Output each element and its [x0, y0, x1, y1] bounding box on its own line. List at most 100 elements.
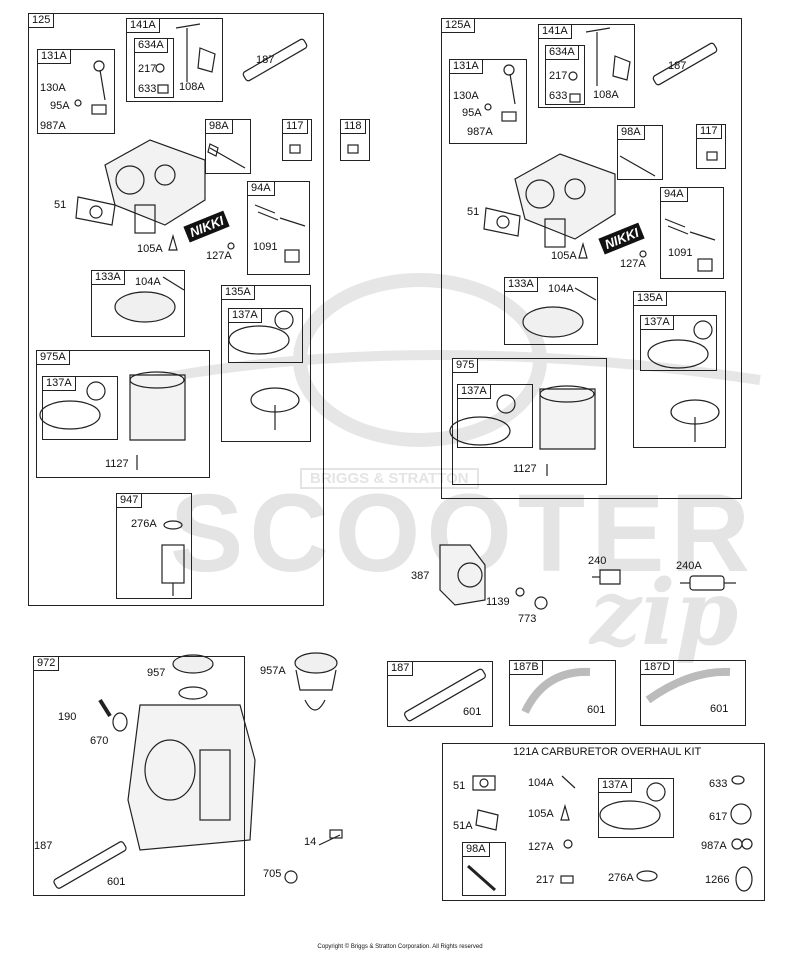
label-1091-b: 1091: [668, 247, 693, 259]
box-94a-tag: 94A: [247, 181, 275, 196]
box-187b-tag: 187B: [509, 660, 543, 675]
box-187d-tag: 187D: [640, 660, 675, 675]
label-705: 705: [263, 868, 282, 880]
label-987a: 987A: [40, 120, 66, 132]
fuel-pipe-187-icon: [242, 38, 308, 82]
label-127a: 127A: [206, 250, 232, 262]
label-240: 240: [588, 555, 607, 567]
kit-box-137a: 137A: [598, 778, 674, 838]
box-98a: 98A: [205, 119, 251, 174]
label-633-b: 633: [549, 90, 568, 102]
label-51-b: 51: [467, 206, 480, 218]
label-187-b: 187: [668, 60, 687, 72]
box-634a-tag: 634A: [134, 38, 168, 53]
label-104a: 104A: [135, 276, 161, 288]
label-51: 51: [54, 199, 67, 211]
kit-box-98a-tag: 98A: [462, 842, 490, 857]
label-276a: 276A: [131, 518, 157, 530]
box-634a: 634A 217 633: [134, 38, 174, 98]
label-601-tank: 601: [107, 876, 126, 888]
box-187d: 187D 601: [640, 660, 746, 726]
label-105a: 105A: [137, 243, 163, 255]
kit-label-987a: 987A: [701, 840, 727, 852]
label-14: 14: [304, 836, 317, 848]
kit-label-276a: 276A: [608, 872, 634, 884]
label-217-b: 217: [549, 70, 568, 82]
box-975-137a-tag: 137A: [457, 384, 491, 399]
box-117-tag: 117: [282, 119, 308, 134]
label-601-187d: 601: [710, 703, 729, 715]
label-987a-b: 987A: [467, 126, 493, 138]
box-135a-b: 135A: [633, 291, 726, 448]
box-634a-b-tag: 634A: [545, 45, 579, 60]
box-975a-137a: 137A: [42, 376, 118, 440]
label-670: 670: [90, 735, 109, 747]
box-117-b-tag: 117: [696, 124, 722, 139]
box-131a-b-tag: 131A: [449, 59, 483, 74]
label-187-tank: 187: [34, 840, 53, 852]
box-975a: 975A 1127: [36, 350, 210, 478]
box-135a-137a-b-tag: 137A: [640, 315, 674, 330]
watermark-script: zip: [590, 560, 739, 666]
kit-title: 121A CARBURETOR OVERHAUL KIT: [513, 746, 702, 758]
box-117-b: 117: [696, 124, 726, 169]
box-947-tag: 947: [116, 493, 143, 508]
box-975a-tag: 975A: [36, 350, 70, 365]
assembly-125a-tag: 125A: [441, 18, 475, 33]
box-634a-b: 634A 217 633: [545, 45, 585, 105]
box-972: 972 957 190 670 187 601: [33, 656, 245, 896]
kit-label-127a: 127A: [528, 841, 554, 853]
kit-label-51: 51: [453, 780, 466, 792]
label-387: 387: [411, 570, 430, 582]
label-105a-b: 105A: [551, 250, 577, 262]
box-135a-137a: 137A: [228, 308, 303, 363]
assembly-125-tag: 125: [28, 13, 55, 28]
kit-box-137a-tag: 137A: [598, 778, 632, 793]
box-kit-121a: 121A CARBURETOR OVERHAUL KIT 51 51A 104A…: [442, 743, 765, 901]
label-240a: 240A: [676, 560, 702, 572]
kit-label-1266: 1266: [705, 874, 730, 886]
label-108a: 108A: [179, 81, 205, 93]
label-1091: 1091: [253, 241, 278, 253]
box-187-tag: 187: [387, 661, 414, 676]
carburetor-icon: [104, 139, 206, 234]
fuel-pump-icon: [439, 544, 486, 606]
box-947: 947 276A: [116, 493, 192, 599]
box-141a: 141A 108A: [126, 18, 223, 102]
box-133a-b-tag: 133A: [504, 277, 538, 292]
label-104a-b: 104A: [548, 283, 574, 295]
box-975: 975 1127: [452, 358, 607, 485]
label-601-187b: 601: [587, 704, 606, 716]
box-135a-137a-b: 137A: [640, 315, 717, 371]
box-94a-b: 94A 1091: [660, 187, 724, 279]
label-773: 773: [518, 613, 537, 625]
box-118-tag: 118: [340, 119, 366, 134]
label-130a-b: 130A: [453, 90, 479, 102]
assembly-125: 125: [28, 13, 324, 606]
box-135a-b-tag: 135A: [633, 291, 667, 306]
label-217: 217: [138, 63, 157, 75]
label-95a: 95A: [50, 100, 70, 112]
label-95a-b: 95A: [462, 107, 482, 119]
kit-label-105a: 105A: [528, 808, 554, 820]
label-190: 190: [58, 711, 77, 723]
label-1139: 1139: [486, 596, 510, 608]
box-975-tag: 975: [452, 358, 479, 373]
label-1127: 1127: [105, 458, 129, 470]
box-117: 117: [282, 119, 312, 161]
box-975a-137a-tag: 137A: [42, 376, 76, 391]
kit-label-104a: 104A: [528, 777, 554, 789]
box-131a-tag: 131A: [37, 49, 71, 64]
box-187b: 187B 601: [509, 660, 616, 726]
kit-label-51a: 51A: [453, 820, 473, 832]
label-957: 957: [147, 667, 166, 679]
label-108a-b: 108A: [593, 89, 619, 101]
box-187: 187 601: [387, 661, 493, 727]
box-135a-tag: 135A: [221, 285, 255, 300]
box-972-tag: 972: [33, 656, 60, 671]
box-141a-b-tag: 141A: [538, 24, 572, 39]
label-633: 633: [138, 83, 157, 95]
kit-label-633: 633: [709, 778, 728, 790]
box-135a: 135A: [221, 285, 311, 442]
